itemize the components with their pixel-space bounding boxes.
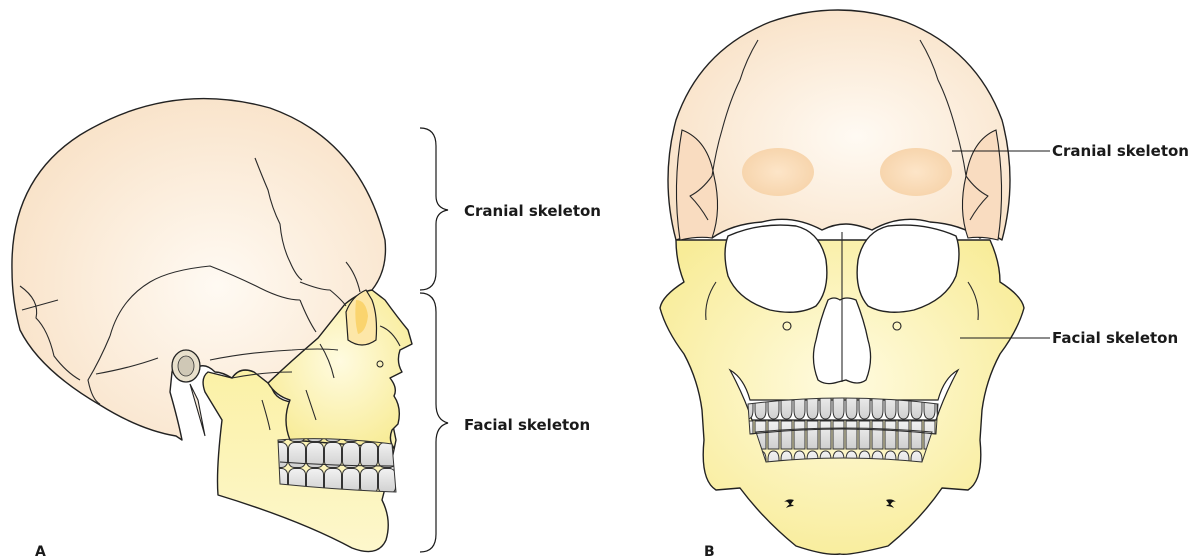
styloid-process	[190, 384, 205, 436]
frontal-boss-right	[880, 148, 952, 196]
label-cranial-a: Cranial skeleton	[464, 202, 601, 220]
panel-letter-b: B	[704, 544, 715, 560]
panel-letter-a: A	[35, 544, 46, 560]
brace-cranial-a	[420, 128, 448, 290]
label-facial-a: Facial skeleton	[464, 416, 590, 434]
brace-facial-a	[420, 293, 448, 552]
label-facial-b: Facial skeleton	[1052, 329, 1178, 347]
panel-b-frontal-skull	[660, 10, 1024, 554]
label-cranial-b: Cranial skeleton	[1052, 142, 1189, 160]
panel-a-lateral-skull	[12, 99, 412, 552]
cranium-frontal	[668, 10, 1010, 240]
frontal-boss-left	[742, 148, 814, 196]
teeth-lower	[756, 428, 932, 462]
